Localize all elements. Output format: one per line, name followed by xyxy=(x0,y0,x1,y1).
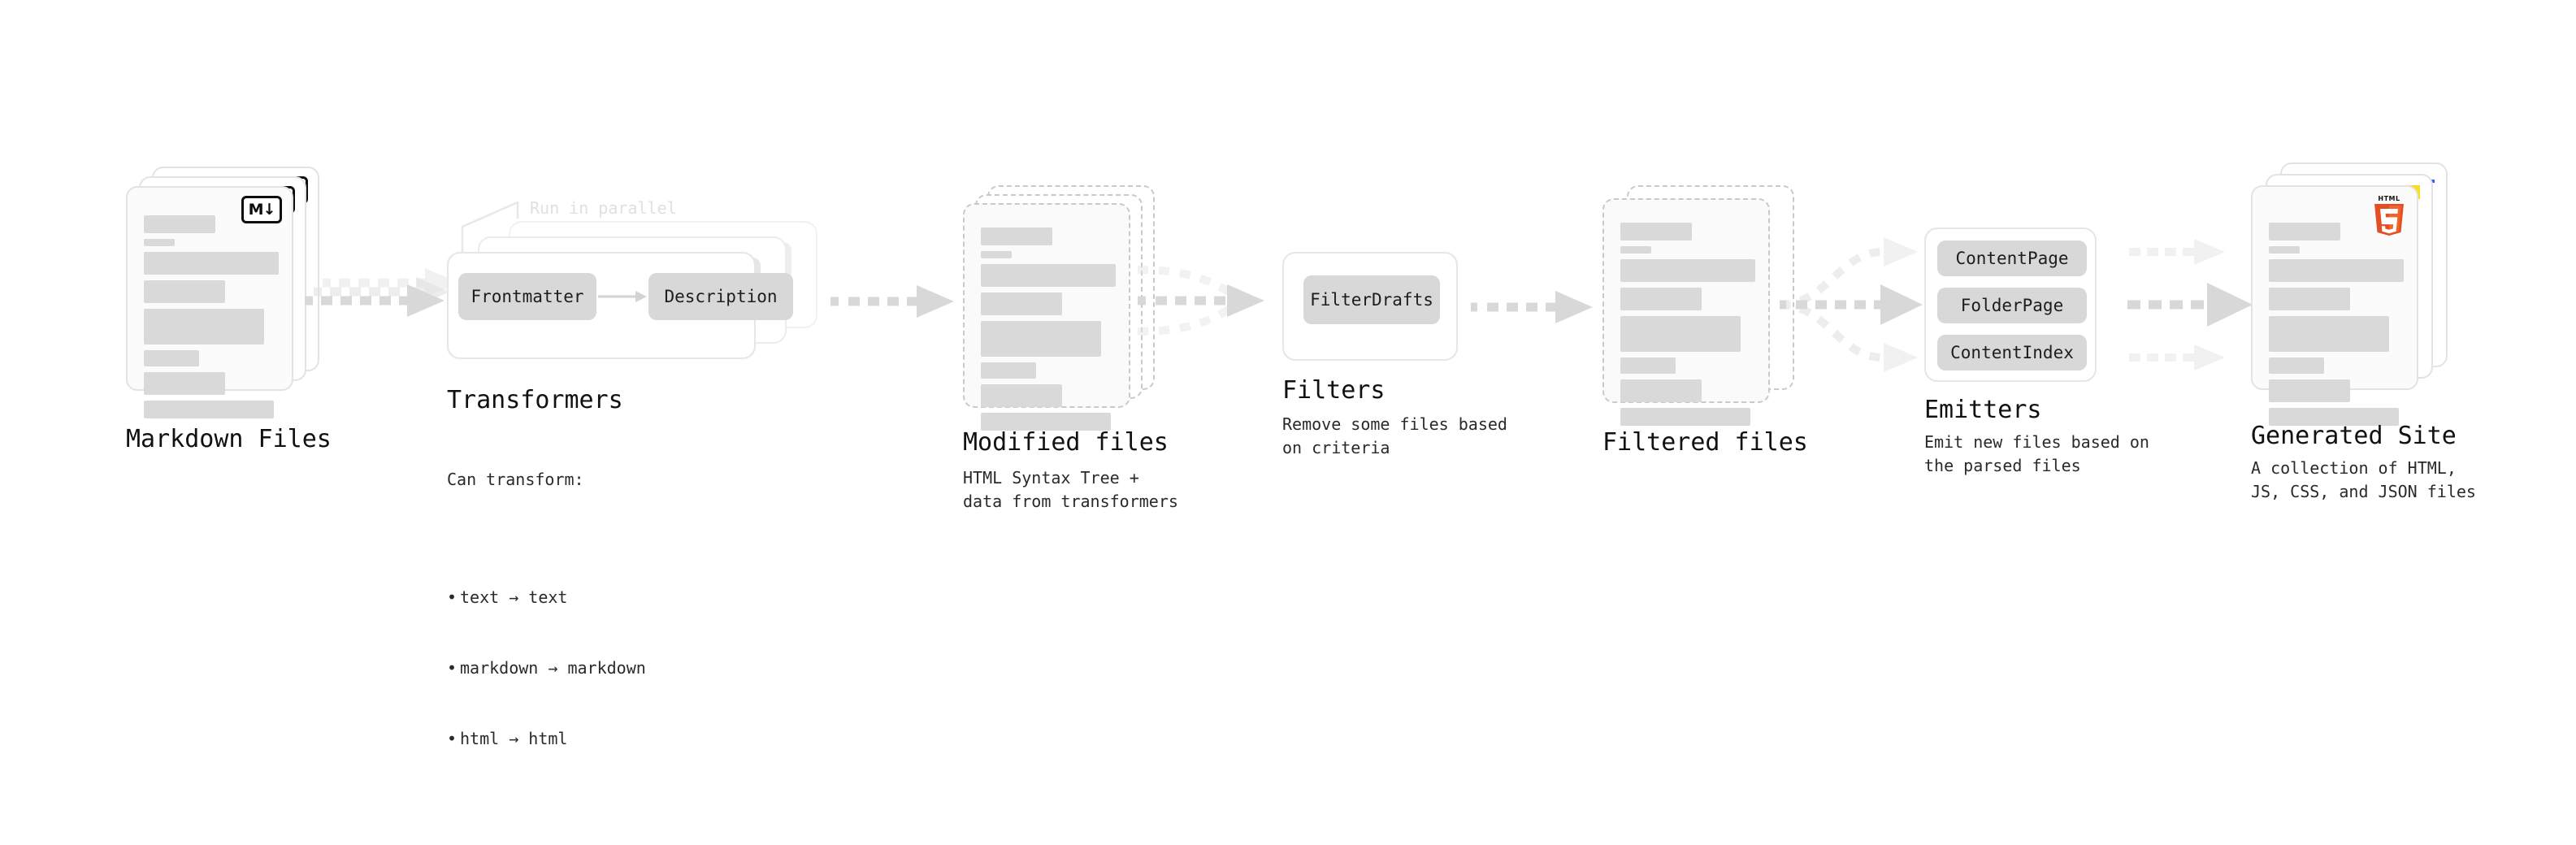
list-item: html → html xyxy=(460,727,646,751)
markdown-icon: M↓ xyxy=(241,196,282,223)
arrow-filtered-to-emitters xyxy=(1779,237,1923,372)
arrow-modified-to-filters xyxy=(1137,266,1264,336)
stage-modified-files xyxy=(963,185,1155,431)
filtered-file-stack xyxy=(1602,185,1794,426)
filters-description: Remove some files based on criteria xyxy=(1282,414,1507,457)
arrow-filters-to-filtered xyxy=(1471,291,1593,323)
arrow-emitters-to-generated xyxy=(2127,239,2253,370)
transformers-desc-head: Can transform: xyxy=(447,470,584,489)
chip-folderpage[interactable]: FolderPage xyxy=(1937,288,2087,323)
modified-file-front xyxy=(963,203,1130,431)
transformers-description: Can transform: text → text markdown → ma… xyxy=(447,421,646,845)
skeleton-body xyxy=(981,228,1116,436)
stage-markdown-files: M↓ M↓ M↓ xyxy=(126,167,319,418)
page-title-modified: Modified files xyxy=(963,428,1169,457)
run-in-parallel-note: Run in parallel xyxy=(530,198,677,218)
arrow-transformers-to-modified xyxy=(830,285,954,318)
markdown-file-front: M↓ xyxy=(126,186,293,418)
page-title-generated: Generated Site xyxy=(2251,422,2457,450)
stage-filtered-files xyxy=(1602,185,1794,426)
skeleton-body xyxy=(2269,223,2404,431)
html5-icon: HTML xyxy=(2374,195,2404,236)
page-title-emitters: Emitters xyxy=(1924,396,2042,424)
list-item: markdown → markdown xyxy=(460,656,646,680)
transformer-card-front: Frontmatter Description xyxy=(447,252,793,359)
page-title-filters: Filters xyxy=(1282,376,1386,405)
list-item: text → text xyxy=(460,586,646,609)
arrow-markdown-to-transformers xyxy=(305,268,459,317)
stage-emitters: ContentPage FolderPage ContentIndex xyxy=(1924,228,2097,382)
emitters-description: Emit new files based on the parsed files xyxy=(1924,432,2149,475)
page-title-filtered: Filtered files xyxy=(1602,428,1808,457)
run-in-parallel-leader-line xyxy=(461,201,519,261)
chip-filterdrafts[interactable]: FilterDrafts xyxy=(1303,275,1440,324)
markdown-file-stack: M↓ M↓ M↓ xyxy=(126,167,319,418)
page-title-transformers: Transformers xyxy=(447,386,623,414)
generated-file-stack: CSS HTML xyxy=(2251,162,2448,426)
chip-description[interactable]: Description xyxy=(648,273,793,320)
transform-arrow xyxy=(598,291,647,302)
modified-file-stack xyxy=(963,185,1155,431)
pipeline-diagram: M↓ M↓ M↓ Markdown Files xyxy=(0,0,2576,681)
stage-filters: FilterDrafts xyxy=(1282,252,1458,361)
chip-contentindex[interactable]: ContentIndex xyxy=(1937,335,2087,370)
page-title-markdown: Markdown Files xyxy=(126,425,332,453)
generated-file-html: HTML xyxy=(2251,185,2418,426)
skeleton-body xyxy=(1620,223,1755,431)
chip-frontmatter[interactable]: Frontmatter xyxy=(458,273,596,320)
modified-description: HTML Syntax Tree + data from transformer… xyxy=(963,468,1178,511)
skeleton-body xyxy=(144,215,279,424)
chip-contentpage[interactable]: ContentPage xyxy=(1937,240,2087,276)
transformers-bullet-list: text → text markdown → markdown html → h… xyxy=(447,539,646,798)
generated-description: A collection of HTML, JS, CSS, and JSON … xyxy=(2251,458,2476,501)
svg-text:HTML: HTML xyxy=(2378,195,2400,202)
stage-generated-site: CSS HTML xyxy=(2251,162,2448,426)
filtered-file-front xyxy=(1602,198,1770,426)
